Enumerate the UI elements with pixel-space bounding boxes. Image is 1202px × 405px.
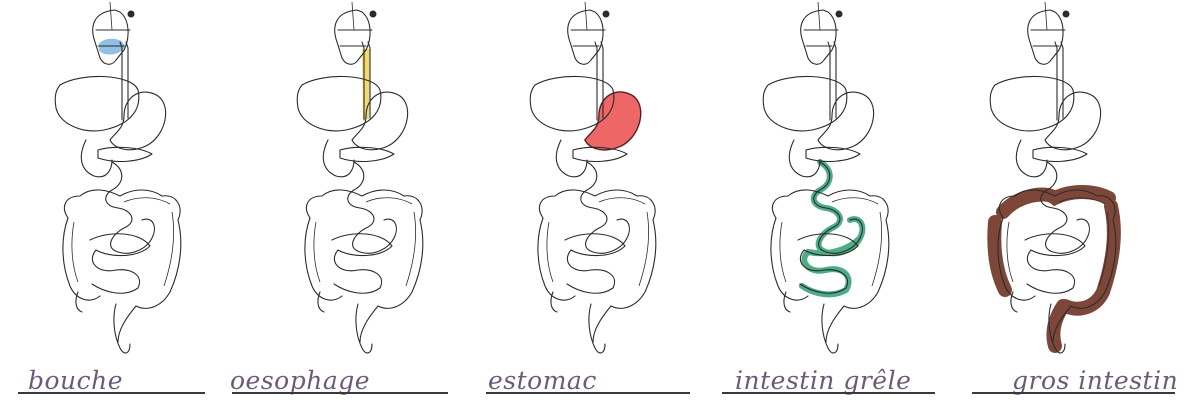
head-section [571,30,605,46]
small-intestine-outline [1041,162,1090,253]
digestive-system-drawing [495,0,715,370]
rectum-outline [114,304,130,353]
large-intestine-highlight [994,192,1114,346]
head-guide-line [585,2,587,30]
appendix-outline [318,292,324,312]
head-marker-dot [370,11,377,18]
colon-left-outline [63,218,100,300]
small-intestine-outline [581,162,630,253]
anatomy-panel-large-intestine [955,0,1195,405]
colon-left-outline [305,218,342,300]
head-guide-line [352,2,354,30]
colon-inner-outline [547,198,649,286]
rectum-outline [356,304,372,353]
colon-inner-outline [314,198,416,286]
anatomy-panel-mouth [20,0,260,405]
answer-line [486,392,690,394]
colon-left-outline [538,218,575,300]
organ-label: gros intestin [1012,366,1178,395]
duodenum-outline [556,140,587,177]
stomach-outline [110,92,166,150]
anatomy-panel-small-intestine [728,0,968,405]
head-outline [568,10,603,64]
digestive-system-drawing [728,0,948,370]
head-guide-line [818,2,820,30]
head-marker-dot [1063,11,1070,18]
duodenum-outline [81,140,112,177]
duodenum-outline [1016,140,1047,177]
organ-label: oesophage [230,366,370,395]
colon-inner-outline [1007,198,1109,286]
head-guide-line [110,2,112,30]
answer-line [18,392,205,394]
stomach-outline [818,92,874,150]
organ-label: estomac [488,366,597,395]
head-outline [1028,10,1063,64]
head-section [338,30,372,46]
head-marker-dot [128,11,135,18]
stomach-outline [1045,92,1101,150]
digestive-system-drawing [262,0,482,370]
rectum-outline [822,304,838,353]
large-intestine-outline [306,190,422,342]
digestive-system-drawing [20,0,240,370]
duodenum-outline [323,140,354,177]
large-intestine-outline [539,190,655,342]
answer-line [972,392,1175,394]
anatomy-panel-stomach [495,0,735,405]
appendix-outline [551,292,557,312]
rectum-outline [589,304,605,353]
small-intestine-outline [106,162,155,253]
head-section [1031,30,1065,46]
colon-inner-outline [72,198,174,286]
intestine-coils-outline [565,234,625,293]
head-outline [801,10,836,64]
large-intestine-outline [64,190,180,342]
digestive-system-drawing [955,0,1175,370]
head-outline [93,10,128,64]
anatomy-panel-esophagus [262,0,502,405]
organ-label: intestin grêle [735,366,911,395]
head-section [804,30,838,46]
head-guide-line [1045,2,1047,30]
appendix-outline [784,292,790,312]
intestine-coils-outline [90,234,150,293]
appendix-outline [76,292,82,312]
intestine-coils-outline [1025,234,1085,293]
answer-line [722,392,935,394]
small-intestine-outline [348,162,397,253]
answer-line [232,392,448,394]
appendix-outline [1011,292,1017,312]
stomach-highlight [585,92,641,150]
organ-label: bouche [28,366,123,395]
intestine-coils-outline [332,234,392,293]
head-marker-dot [836,11,843,18]
stomach-outline [352,92,408,150]
head-marker-dot [603,11,610,18]
duodenum-outline [789,140,820,177]
large-intestine-outline [772,190,888,342]
